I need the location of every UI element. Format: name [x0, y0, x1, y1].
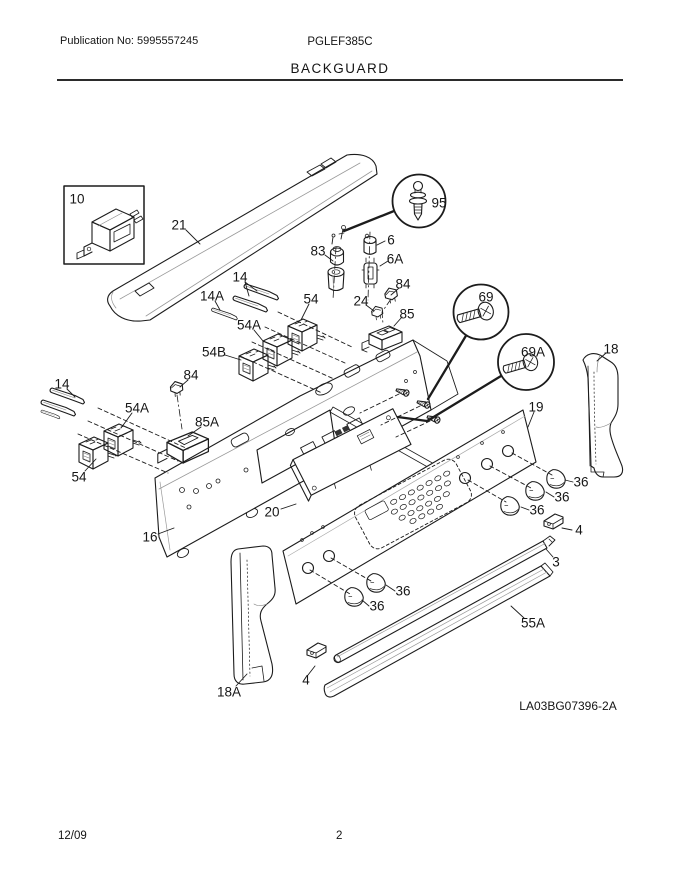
part-callout-10: 10: [69, 191, 85, 207]
part-callout-19: 19: [528, 399, 544, 415]
part-callout-36: 36: [573, 474, 589, 490]
bracket-85A: [157, 431, 210, 464]
side-trim-18A: [230, 545, 276, 685]
knob-36: [342, 585, 366, 609]
knob-36: [523, 479, 547, 503]
part-callout-36: 36: [529, 502, 545, 518]
part-callout-36: 36: [395, 583, 411, 599]
part-callout-14: 14: [232, 269, 248, 285]
part-callout-24: 24: [353, 293, 369, 309]
igniter-rods-14-left: [40, 387, 86, 420]
clip-84-left: [169, 380, 184, 398]
page-title: BACKGUARD: [290, 61, 390, 76]
surface-switch-54A-left: [103, 423, 142, 457]
part-callout-54: 54: [303, 291, 319, 307]
publication-number: Publication No: 5995557245: [60, 35, 199, 47]
lower-trim-55A: [323, 562, 554, 698]
end-cap-4-bottom: [306, 642, 327, 659]
igniter-rods-14: [232, 283, 280, 313]
screw-detail-circle-69A: [497, 333, 555, 391]
lamp-83: [327, 225, 346, 292]
part-callout-84: 84: [395, 276, 411, 292]
part-callout-85: 85: [399, 306, 415, 322]
leader-lines: [66, 229, 607, 687]
part-callout-54: 54: [71, 469, 87, 485]
part-callout-54a: 54A: [236, 317, 262, 333]
part-callout-21: 21: [171, 217, 187, 233]
screw-detail-circle-69: [452, 283, 510, 341]
knob-36: [364, 571, 388, 595]
part-callout-6a: 6A: [386, 251, 404, 267]
control-overlay-19: [282, 409, 537, 605]
switch-6A: [361, 257, 380, 289]
part-callout-36: 36: [554, 489, 570, 505]
pushpin-detail-circle-95: [391, 173, 447, 229]
spacer-6: [363, 233, 377, 255]
part-callout-20: 20: [264, 504, 280, 520]
part-callout-69a: 69A: [520, 344, 546, 360]
part-callout-54b: 54B: [201, 344, 227, 360]
handle-rod-3: [333, 535, 556, 664]
part-callout-3: 3: [552, 554, 560, 570]
part-callout-14: 14: [54, 376, 70, 392]
part-callout-54a: 54A: [124, 400, 150, 416]
part-callout-83: 83: [310, 243, 326, 259]
model-number: PGLEF385C: [307, 36, 373, 48]
top-trim-panel-21: [107, 153, 378, 322]
drawing-number: LA03BG07396-2A: [519, 699, 617, 713]
end-cap-4-right: [543, 513, 564, 530]
terminal-block-85: [361, 325, 403, 353]
knob-36: [498, 494, 522, 518]
header-rule: [57, 79, 623, 81]
detail-circle-leaders: [342, 209, 503, 423]
surface-switch-54-left: [78, 436, 117, 470]
inset-detail-box-10: [63, 185, 145, 265]
part-callout-69: 69: [478, 289, 494, 305]
part-callout-18: 18: [603, 341, 619, 357]
part-callout-84: 84: [183, 367, 199, 383]
main-backguard-panel-16: [154, 339, 459, 558]
part-callout-4: 4: [302, 672, 310, 688]
part-callout-14a: 14A: [199, 288, 225, 304]
part-callout-6: 6: [387, 232, 395, 248]
footer-date: 12/09: [58, 830, 87, 842]
surface-switch-54: [287, 318, 326, 352]
side-trim-18: [582, 353, 624, 478]
part-callout-36: 36: [369, 598, 385, 614]
knob-36: [544, 467, 568, 491]
footer-page-number: 2: [336, 830, 343, 842]
control-board-20: [289, 406, 437, 502]
part-callout-55a: 55A: [520, 615, 546, 631]
part-callout-16: 16: [142, 529, 158, 545]
part-callout-4: 4: [575, 522, 583, 538]
part-callout-85a: 85A: [194, 414, 220, 430]
part-callout-18a: 18A: [216, 684, 242, 700]
igniter-rod-14A: [211, 307, 238, 321]
part-callout-95: 95: [431, 195, 447, 211]
